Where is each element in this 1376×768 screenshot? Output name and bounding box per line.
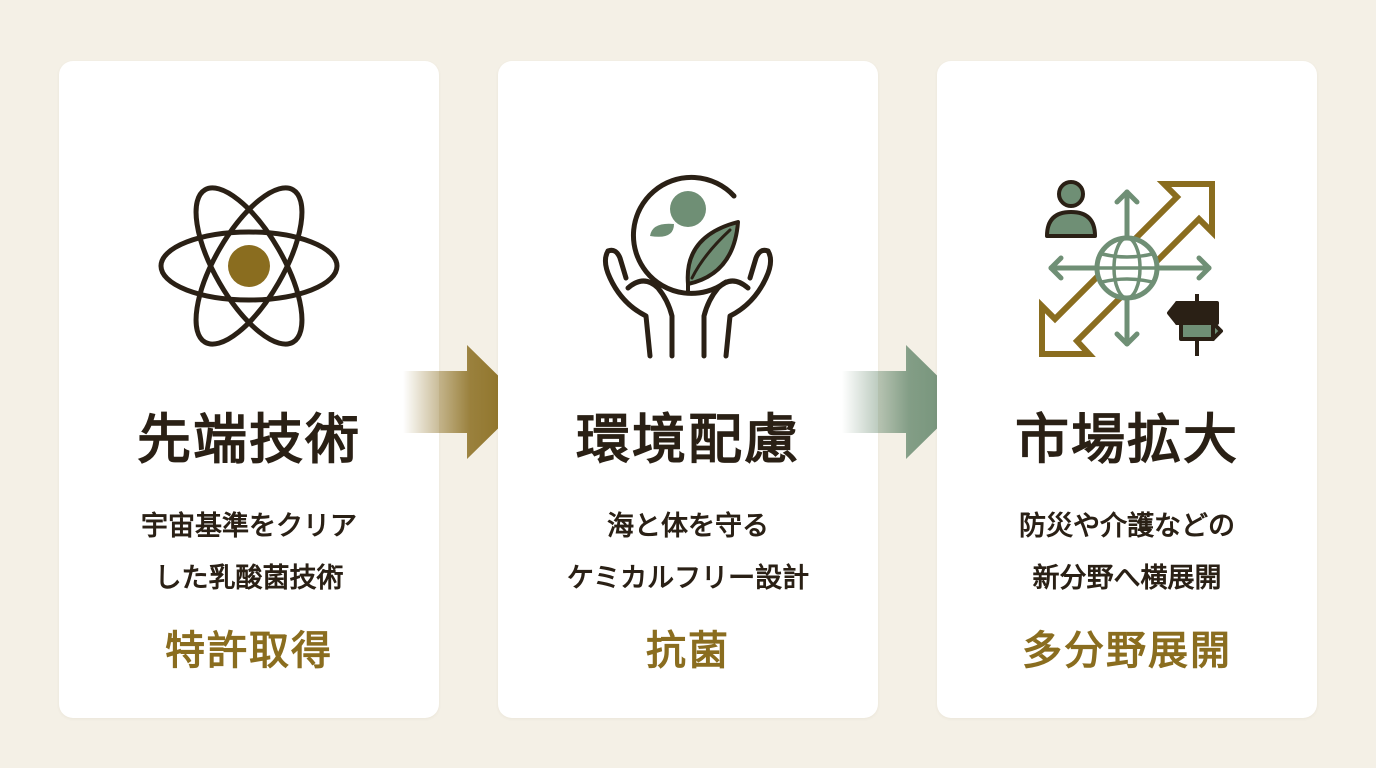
market-expansion-icon: [1027, 166, 1227, 366]
card-description-line: 宇宙基準をクリア: [141, 511, 357, 542]
card-description-line: 海と体を守る: [607, 511, 769, 542]
card-tag: 抗菌: [646, 628, 730, 674]
card-description-line: ケミカルフリー設計: [566, 563, 810, 594]
card-description-line: 新分野へ横展開: [1032, 563, 1222, 594]
arrow-right-icon: [842, 345, 966, 459]
card-title: 先端技術: [137, 407, 361, 471]
card-description: 防災や介護などの 新分野へ横展開: [937, 501, 1317, 605]
card-description: 宇宙基準をクリア した乳酸菌技術: [59, 501, 439, 605]
card-description-line: 防災や介護などの: [1019, 511, 1235, 542]
card-description: 海と体を守る ケミカルフリー設計: [498, 501, 878, 605]
atom-icon: [149, 166, 349, 366]
card-tag: 多分野展開: [1022, 628, 1232, 674]
feature-card-market-expansion: 市場拡大 防災や介護などの 新分野へ横展開 多分野展開: [937, 61, 1317, 718]
hands-leaf-icon: [588, 166, 788, 366]
card-tag: 特許取得: [165, 628, 333, 674]
card-title: 環境配慮: [576, 407, 800, 471]
feature-card-eco-friendly: 環境配慮 海と体を守る ケミカルフリー設計 抗菌: [498, 61, 878, 718]
arrow-right-icon: [403, 345, 527, 459]
feature-card-advanced-tech: 先端技術 宇宙基準をクリア した乳酸菌技術 特許取得: [59, 61, 439, 718]
card-description-line: した乳酸菌技術: [154, 563, 344, 594]
card-title: 市場拡大: [1015, 407, 1239, 471]
